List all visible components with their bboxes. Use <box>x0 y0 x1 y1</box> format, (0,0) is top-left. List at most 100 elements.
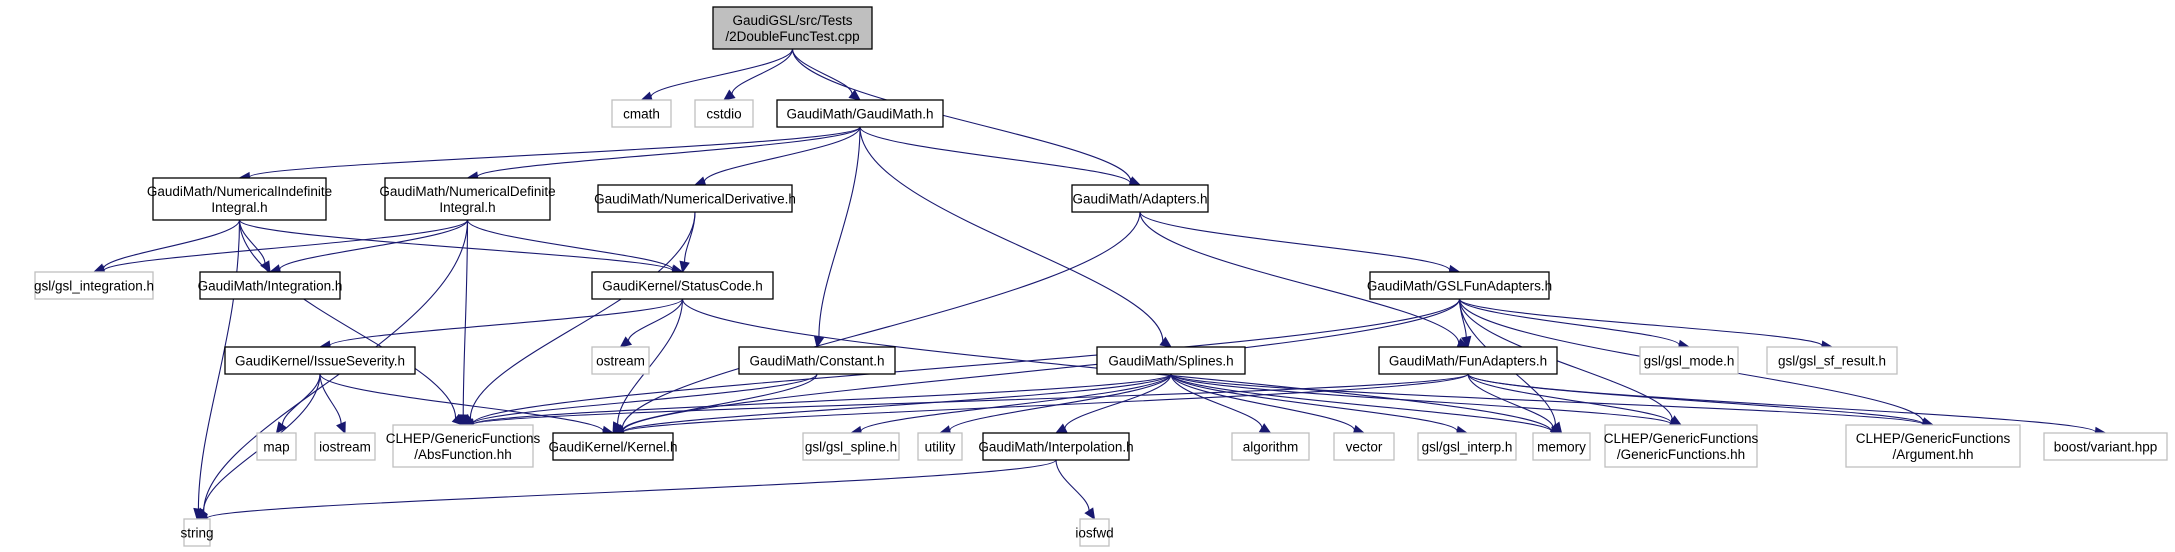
edge-line <box>472 373 1172 425</box>
node-gslfunadapters[interactable]: GaudiMath/GSLFunAdapters.h <box>1367 271 1552 300</box>
node-numderiv[interactable]: GaudiMath/NumericalDerivative.h <box>594 184 796 213</box>
node-label: gsl/gsl_integration.h <box>34 279 154 294</box>
node-box <box>224 346 416 375</box>
node-box <box>256 432 297 461</box>
node-box <box>917 432 963 461</box>
edge-line <box>238 219 457 419</box>
node-vector: vector <box>1333 432 1395 461</box>
node-interpolation[interactable]: GaudiMath/Interpolation.h <box>978 432 1134 461</box>
edge-line <box>466 219 674 271</box>
node-label: GaudiKernel/IssueSeverity.h <box>235 354 405 369</box>
node-map: map <box>256 432 297 461</box>
edge-line <box>1467 373 2097 433</box>
edge-line <box>703 126 861 182</box>
edge-line <box>329 298 684 347</box>
node-statuscode[interactable]: GaudiKernel/StatusCode.h <box>591 271 774 300</box>
edge-root-to-cstdio <box>723 48 794 101</box>
node-label: CLHEP/GenericFunctions <box>1856 431 2011 446</box>
node-kernel[interactable]: GaudiKernel/Kernel.h <box>548 432 678 461</box>
edge-line <box>1170 373 1553 433</box>
node-box <box>1766 346 1898 375</box>
edge-gaudimath-to-splines <box>859 126 1172 348</box>
node-label: iostream <box>319 440 371 455</box>
edge-line <box>859 126 1131 184</box>
node-gslint: gsl/gsl_integration.h <box>34 271 154 300</box>
edge-gaudimath-to-adapters <box>859 126 1142 189</box>
node-constant[interactable]: GaudiMath/Constant.h <box>738 346 896 375</box>
node-label: GaudiMath/Splines.h <box>1108 354 1233 369</box>
edge-line <box>472 298 1461 425</box>
node-box <box>1604 424 1758 468</box>
edge-line <box>102 219 241 269</box>
node-issueseverity[interactable]: GaudiKernel/IssueSeverity.h <box>224 346 416 375</box>
node-box <box>1333 432 1395 461</box>
edge-gaudimath-to-numindef <box>238 126 861 183</box>
node-root[interactable]: GaudiGSL/src/Tests/2DoubleFuncTest.cpp <box>712 6 873 50</box>
edge-line <box>731 48 794 95</box>
edge-line <box>622 373 1469 433</box>
edge-statuscode-to-ostream <box>619 298 684 348</box>
edge-line <box>622 373 1172 433</box>
edge-line <box>1170 373 1355 431</box>
node-label: Integral.h <box>211 200 267 215</box>
node-cstdio: cstdio <box>694 99 754 128</box>
edge-line <box>238 219 266 264</box>
edge-line <box>949 373 1172 431</box>
node-argument: CLHEP/GenericFunctions/Argument.hh <box>1845 424 2021 468</box>
node-label: GaudiMath/Adapters.h <box>1072 192 1207 207</box>
arrowhead-icon <box>336 421 346 435</box>
arrowhead-icon <box>619 336 633 348</box>
node-box <box>183 518 211 547</box>
edge-adapters-to-gslfunadapters <box>1139 211 1461 276</box>
edge-line <box>818 126 861 338</box>
node-box <box>314 432 376 461</box>
edge-line <box>472 373 818 425</box>
edge-line <box>791 48 853 95</box>
edge-line <box>281 373 321 426</box>
node-variant: boost/variant.hpp <box>2043 432 2168 461</box>
edge-line <box>683 211 696 263</box>
edge-line <box>238 219 674 272</box>
arrowhead-icon <box>1460 335 1472 349</box>
edge-splines-to-kernel <box>611 373 1172 438</box>
edge-line <box>1170 373 1263 429</box>
arrowhead-icon <box>679 260 690 274</box>
edge-line <box>103 219 469 272</box>
node-iosfwd: iosfwd <box>1075 518 1114 547</box>
edge-line <box>206 459 1057 519</box>
node-label: GaudiMath/Interpolation.h <box>978 440 1133 455</box>
edge-line <box>1170 373 1924 425</box>
edge-line <box>650 48 794 98</box>
node-box <box>152 177 327 221</box>
edge-funadapters-to-memory <box>1467 373 1563 434</box>
node-funadapters[interactable]: GaudiMath/FunAdapters.h <box>1378 346 1558 375</box>
node-adapters[interactable]: GaudiMath/Adapters.h <box>1071 184 1209 213</box>
node-gaudimath[interactable]: GaudiMath/GaudiMath.h <box>776 99 944 128</box>
edge-splines-to-interpolation <box>1054 373 1172 434</box>
edge-line <box>627 298 684 342</box>
edge-constant-to-absfunction <box>461 373 818 429</box>
node-label: CLHEP/GenericFunctions <box>386 431 541 446</box>
edge-numindef-to-statuscode <box>238 219 684 277</box>
node-splines[interactable]: GaudiMath/Splines.h <box>1096 346 1246 375</box>
edge-funadapters-to-kernel <box>611 373 1469 438</box>
node-box <box>982 432 1130 461</box>
node-box <box>694 99 754 128</box>
edge-line <box>1139 211 1460 344</box>
edge-line <box>1458 298 1823 347</box>
node-label: cmath <box>623 107 660 122</box>
node-box <box>1532 432 1591 461</box>
node-box <box>776 99 944 128</box>
edge-line <box>319 373 604 432</box>
edge-issueseverity-to-iostream <box>319 373 346 435</box>
edge-gaudimath-to-constant <box>813 126 861 349</box>
edge-line <box>622 373 818 431</box>
edge-interpolation-to-string <box>195 459 1057 524</box>
node-integration[interactable]: GaudiMath/Integration.h <box>198 271 343 300</box>
edge-line <box>248 126 861 178</box>
node-algorithm: algorithm <box>1231 432 1310 461</box>
node-box <box>1079 518 1110 547</box>
node-label: CLHEP/GenericFunctions <box>1604 431 1759 446</box>
